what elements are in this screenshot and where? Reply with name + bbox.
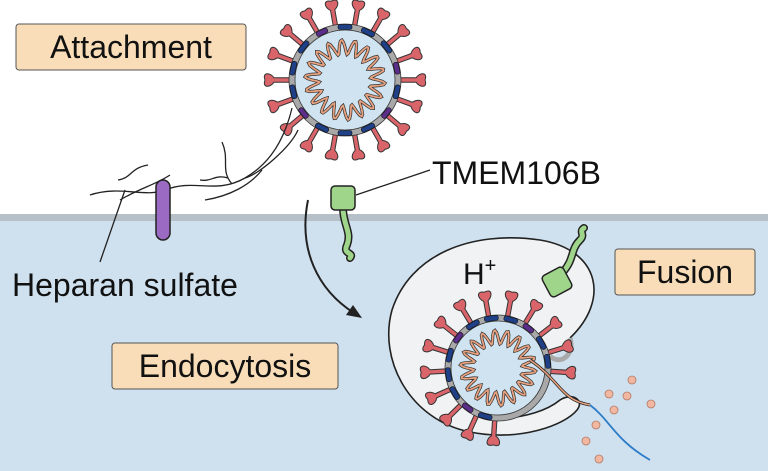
h-ion-letter: H <box>463 258 485 291</box>
blue-strand <box>589 404 651 461</box>
cell-membrane <box>0 214 768 221</box>
heparan-sulfate-proteoglycan <box>155 179 171 241</box>
tmem106b-receptor <box>330 185 356 262</box>
fusion-label: Fusion <box>637 254 733 290</box>
arrow-head <box>346 305 362 318</box>
tmem-leader-line <box>355 169 431 196</box>
endocytosis-label: Endocytosis <box>139 348 312 384</box>
heparan-sulfate-label: Heparan sulfate <box>12 267 238 303</box>
released-particles <box>581 375 656 464</box>
fusion-box <box>614 248 756 296</box>
h-ion-charge: + <box>485 255 497 277</box>
heparan-leader-line <box>99 189 126 263</box>
attachment-box <box>15 23 247 71</box>
tmem106b-label: TMEM106B <box>432 155 601 191</box>
heparan-sulfate-chains <box>89 107 299 201</box>
endocytosis-box <box>111 342 339 390</box>
fusing-virion <box>419 290 577 447</box>
endocytosis-arrow <box>304 199 355 314</box>
h-ion-label: H+ <box>463 255 496 291</box>
attachment-label: Attachment <box>50 29 212 65</box>
attached-virion <box>263 0 427 161</box>
endosomal-tmem106b <box>541 224 588 298</box>
